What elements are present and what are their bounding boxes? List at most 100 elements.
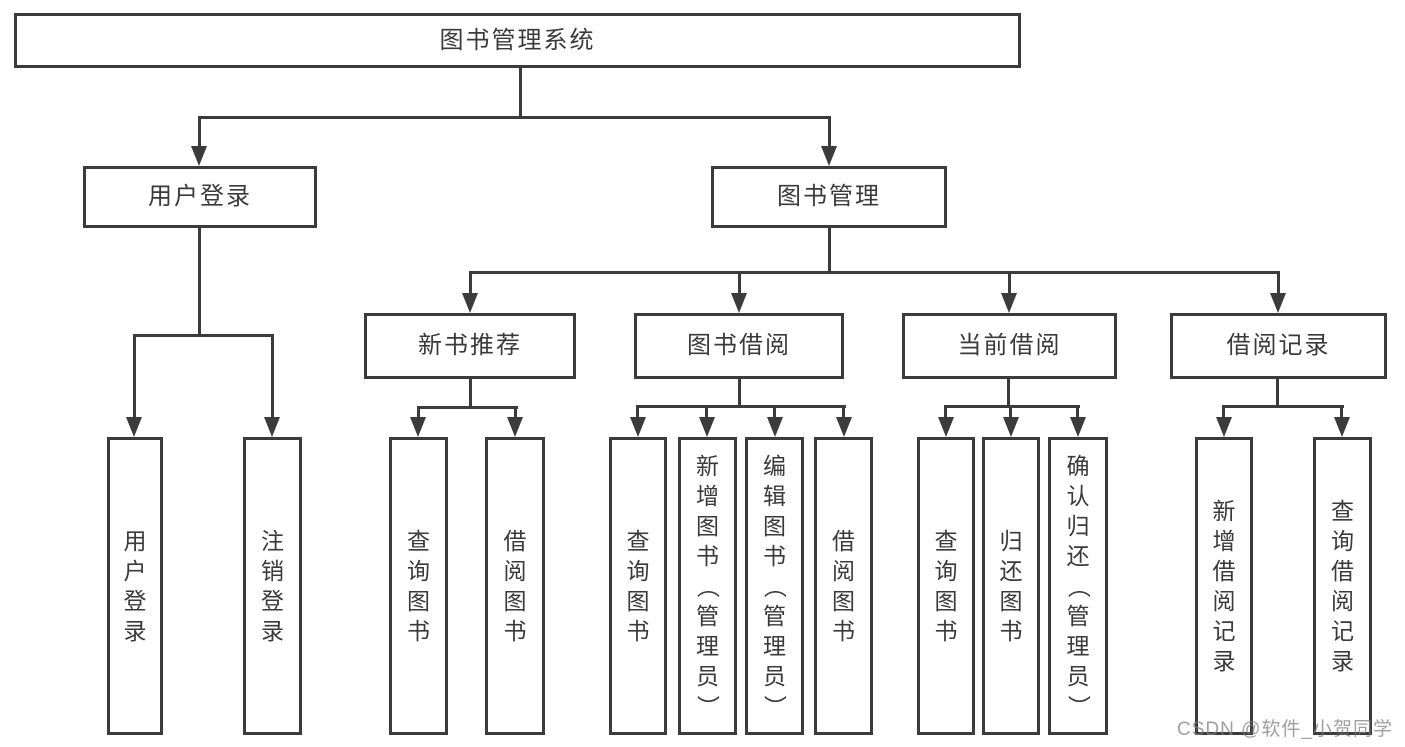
node-label: 图书借阅 [687,332,791,359]
vertical-char: 辑 [763,482,786,509]
connector-line [738,379,741,408]
connector-line [1222,405,1225,420]
node-label: 图书管理 [777,183,881,210]
node-label: 注销登录 [246,440,299,732]
vertical-char: 书 [934,617,958,644]
vertical-char: 新 [1212,497,1236,524]
node-label: 图书管理系统 [439,26,596,54]
leaf-newbooks-borrow-books: 借阅图书 [485,437,545,735]
vertical-char: 图 [407,587,430,614]
connector-line [133,334,136,419]
vertical-char: 编 [763,452,786,479]
connector-line [469,271,1280,274]
vertical-char: 员 [696,662,719,689]
vertical-char: 用 [123,527,147,554]
vertical-char: ） [762,694,788,718]
leaf-current-return-books: 归还图书 [982,437,1040,735]
node-label: 查询图书 [612,440,664,732]
leaf-records-query-borrow-record: 查询借阅记录 [1313,437,1372,735]
arrowhead-down [630,417,646,437]
vertical-char: 阅 [1212,587,1236,614]
connector-line [198,228,201,336]
connector-line [773,405,776,420]
leaf-borrowing-add-books-admin: 新增图书（管理员） [678,437,737,735]
leaf-borrowing-borrow-books: 借阅图书 [814,437,873,735]
vertical-char: 询 [407,557,430,584]
connector-line [198,116,201,148]
arrowhead-down [821,146,837,166]
connector-line [738,271,741,296]
arrowhead-down [938,417,954,437]
vertical-char: 认 [1066,482,1090,509]
vertical-char: 确 [1066,452,1090,479]
vertical-char: 归 [1066,512,1090,539]
leaf-user-login: 用户登录 [107,437,163,735]
leaf-borrowing-edit-books-admin: 编辑图书（管理员） [745,437,804,735]
node-label: 当前借阅 [957,332,1062,359]
node-label: 确认归还 （ 管理员 ） [1051,440,1105,732]
node-book-borrowing: 图书借阅 [634,313,844,379]
vertical-char: 借 [503,527,527,554]
node-label: 查询图书 [920,440,972,732]
leaf-logout: 注销登录 [243,437,302,735]
node-label: 查询借阅记录 [1316,440,1369,732]
node-label: 编辑图书（管理员） [748,440,801,732]
arrowhead-down [1334,417,1350,437]
node-label: 新书推荐 [418,332,522,359]
vertical-char: 户 [123,557,147,584]
connector-line [514,406,517,420]
arrowhead-down [126,417,142,437]
vertical-char: 阅 [1331,587,1354,614]
connector-line [1340,405,1343,420]
vertical-char: 书 [696,542,719,569]
connector-line [828,116,831,148]
node-label: 用户登录 [148,183,252,210]
connector-line [828,228,831,274]
watermark: CSDN @软件_小贺同学 [1177,719,1393,740]
vertical-char: 阅 [503,557,527,584]
vertical-char: 管 [1066,602,1090,629]
connector-line [1008,271,1011,296]
connector-line [133,334,274,337]
node-library-management-system: 图书管理系统 [14,13,1021,68]
node-current-borrowing: 当前借阅 [902,313,1117,379]
vertical-char: 图 [763,512,786,539]
arrowhead-down [507,417,523,437]
arrowhead-down [699,417,715,437]
vertical-char: 登 [261,587,284,614]
vertical-char: ） [1065,694,1092,718]
node-label: 查询图书 [392,440,445,732]
node-label: 新增借阅记录 [1198,440,1250,732]
leaf-current-confirm-return-admin: 确认归还 （ 管理员 ） [1048,437,1108,735]
connector-line [1009,405,1012,420]
connector-line [469,379,472,409]
connector-line [636,405,846,408]
vertical-char: 查 [407,527,430,554]
vertical-char: 理 [763,632,786,659]
arrowhead-down [1001,293,1017,313]
vertical-char: 还 [1066,542,1090,569]
vertical-char: 录 [1331,647,1354,674]
node-borrowing-records: 借阅记录 [1170,313,1387,379]
arrowhead-down [410,417,426,437]
arrowhead-down [836,417,852,437]
vertical-char: 归 [999,527,1023,554]
leaf-borrowing-query-books: 查询图书 [609,437,667,735]
connector-line [705,405,708,420]
vertical-char: 书 [407,617,430,644]
vertical-char: 录 [261,617,284,644]
connector-line [1076,405,1079,420]
vertical-char: 借 [832,527,855,554]
vertical-char: 记 [1331,617,1354,644]
vertical-char: 新 [696,452,719,479]
vertical-char: （ [1065,574,1092,598]
node-label: 用户登录 [110,440,160,732]
vertical-char: 员 [1066,662,1090,689]
vertical-char: 图 [626,587,650,614]
vertical-char: 图 [832,587,855,614]
vertical-char: 理 [1066,632,1090,659]
vertical-char: 查 [934,527,958,554]
arrowhead-down [1070,417,1086,437]
connector-line [1277,271,1280,296]
node-label: 借阅图书 [817,440,870,732]
